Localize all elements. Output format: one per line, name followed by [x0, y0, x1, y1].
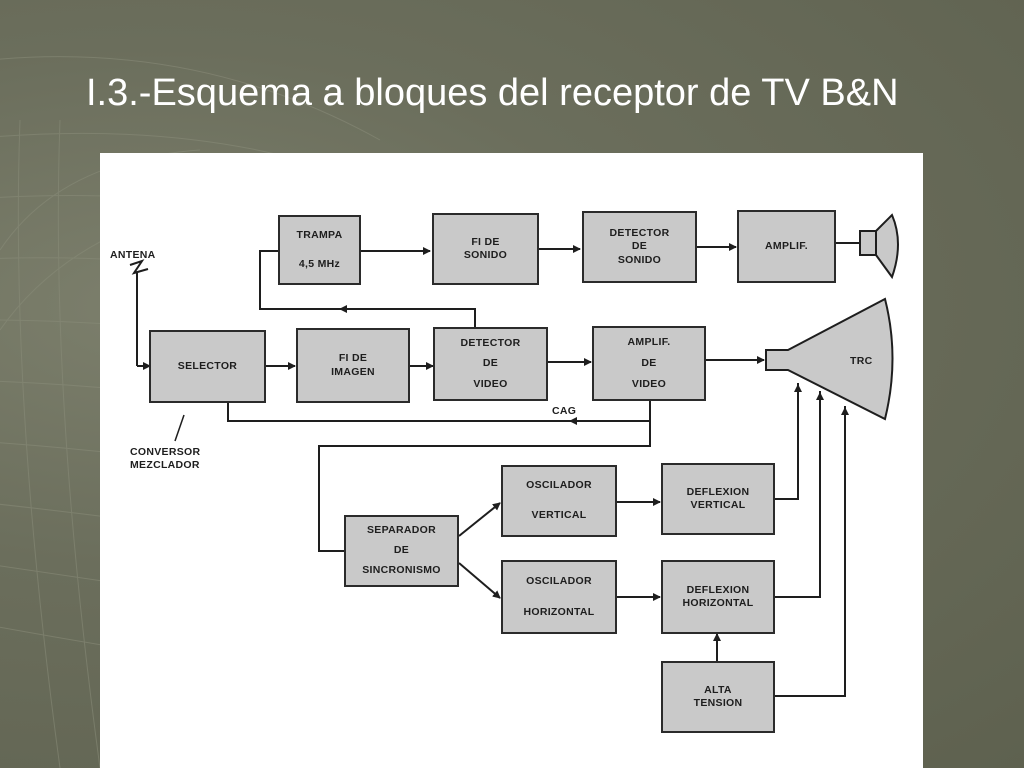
cag-label: CAG	[552, 405, 577, 417]
block-diagram-wires	[129, 213, 899, 697]
detector-sonido-block: DETECTOR DE SONIDO	[582, 211, 697, 283]
conversor-pointer	[174, 414, 185, 442]
trc-tube-icon	[765, 297, 894, 421]
speaker-icon	[859, 213, 899, 280]
detector-video-block: DETECTOR DE VIDEO	[433, 327, 548, 401]
alta-tension-block: ALTA TENSION	[661, 661, 775, 733]
conversor-mezclador-label: CONVERSOR MEZCLADOR	[130, 446, 201, 472]
wire-separador-osc-horizontal	[458, 562, 501, 599]
wire-separador-osc-vertical	[458, 502, 501, 537]
wire-cag	[227, 403, 650, 422]
amplif-audio-block: AMPLIF.	[737, 210, 836, 283]
amplif-video-block: AMPLIF. DE VIDEO	[592, 326, 706, 401]
oscilador-vertical-block: OSCILADOR VERTICAL	[501, 465, 617, 537]
selector-block: SELECTOR	[149, 330, 266, 403]
wire-deflexion-h-trc	[775, 391, 821, 598]
wire-detector-trampa	[259, 250, 476, 328]
separador-sincronismo-block: SEPARADOR DE SINCRONISMO	[344, 515, 459, 587]
wire-alta-tension-trc	[775, 406, 846, 697]
antena-label: ANTENA	[110, 249, 156, 261]
slide-title: I.3.-Esquema a bloques del receptor de T…	[86, 72, 899, 114]
diagram-panel: TRAMPA 4,5 MHz FI DE SONIDO DETECTOR DE …	[100, 153, 923, 768]
deflexion-vertical-block: DEFLEXION VERTICAL	[661, 463, 775, 535]
oscilador-horizontal-block: OSCILADOR HORIZONTAL	[501, 560, 617, 634]
antenna-symbol	[129, 259, 149, 275]
wire-deflexion-v-trc	[775, 383, 799, 500]
trampa-block: TRAMPA 4,5 MHz	[278, 215, 361, 285]
deflexion-horizontal-block: DEFLEXION HORIZONTAL	[661, 560, 775, 634]
fi-sonido-block: FI DE SONIDO	[432, 213, 539, 285]
fi-imagen-block: FI DE IMAGEN	[296, 328, 410, 403]
wire-video-separador	[318, 401, 651, 552]
trc-label: TRC	[850, 355, 873, 367]
